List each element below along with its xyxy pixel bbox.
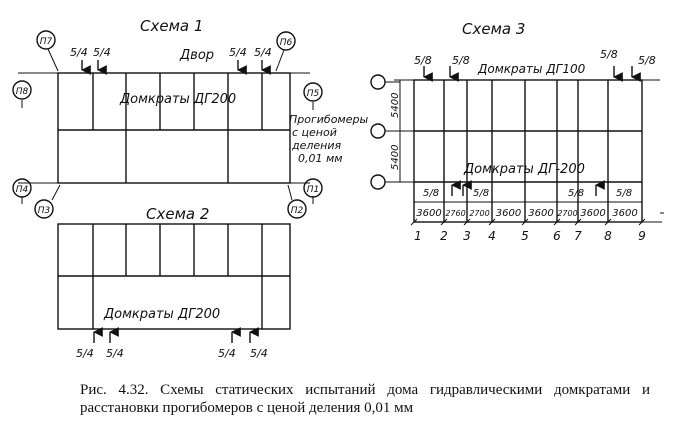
scheme3-row-dim: 5400 [390, 93, 401, 118]
scheme3-axis-label: 9 [638, 229, 646, 243]
gauge-label: П3 [38, 206, 51, 216]
scheme1-load-label: 5/4 [70, 46, 88, 59]
scheme1-jacks-label: Домкраты ДГ200 [119, 92, 236, 107]
scheme3-load-bottom: 5/8 [423, 188, 439, 199]
scheme3-jacks-top-label: Домкраты ДГ100 [477, 62, 586, 76]
scheme3-axis-label: 6 [553, 229, 561, 243]
scheme3-load-top: 5/8 [600, 48, 618, 61]
scheme2-jacks-label: Домкраты ДГ200 [103, 307, 220, 322]
scheme3-span-dim: 3600 [612, 208, 637, 219]
scheme2-load-label: 5/4 [250, 347, 268, 360]
scheme2-title: Схема 2 [146, 205, 209, 223]
scheme1-load-label: 5/4 [254, 46, 272, 59]
gauge-label: П1 [307, 185, 320, 195]
scheme3-jacks-bottom-label: Домкраты ДГ-200 [463, 162, 585, 177]
scheme3-row-dim: 5400 [390, 145, 401, 170]
scheme1-gauges-line3: деления [291, 139, 342, 152]
gauge-label: П2 [291, 206, 304, 216]
scheme2-load-label: 5/4 [218, 347, 236, 360]
scheme-1-labels: Схема 1 Двор Домкраты ДГ200 Прогибомеры … [16, 17, 369, 216]
gauge-label: П6 [280, 38, 293, 48]
scheme3-load-bottom: 5/8 [568, 188, 584, 199]
scheme3-span-dim: 3600 [416, 208, 441, 219]
scheme2-load-label: 5/4 [76, 347, 94, 360]
scheme3-axis-label: 7 [574, 229, 582, 243]
scheme3-axis-tick [440, 218, 448, 226]
scheme3-axis-tick [521, 218, 529, 226]
scheme3-span-dim: 2700 [469, 209, 489, 218]
scheme3-load-bottom: 5/8 [616, 188, 632, 199]
scheme-2 [57, 223, 291, 343]
scheme3-axis-label: 5 [521, 229, 529, 243]
gauge-label: П5 [307, 89, 320, 99]
scheme3-load-top: 5/8 [414, 54, 432, 67]
scheme3-plan [413, 79, 643, 223]
scheme1-load-label: 5/4 [93, 46, 111, 59]
scheme1-gauges-line2: с ценой [292, 126, 337, 139]
scheme3-title: Схема 3 [462, 20, 525, 38]
scheme3-axis-tick [574, 218, 582, 226]
scheme3-axis-tick [463, 218, 471, 226]
scheme3-span-dim: 3600 [528, 208, 553, 219]
scheme3-axis-tick [604, 218, 612, 226]
scheme-3-labels: Схема 3 Домкраты ДГ100 Домкраты ДГ-200 5… [390, 20, 656, 199]
scheme3-walls [443, 80, 609, 222]
scheme3-load-bottom: 5/8 [473, 188, 489, 199]
scheme3-axis-tick [553, 218, 561, 226]
scheme3-span-dim: 3600 [496, 208, 521, 219]
scheme1-title: Схема 1 [140, 17, 203, 35]
scheme3-axis-tick [638, 218, 646, 226]
figure-caption: Рис. 4.32. Схемы статических испытаний д… [80, 382, 650, 416]
gauge-label: П7 [40, 37, 53, 47]
scheme1-gauges-line4: 0,01 мм [298, 152, 343, 165]
scheme1-gauges-line1: Прогибомеры [289, 113, 368, 126]
scheme3-span-dim: 2700 [557, 209, 577, 218]
scheme3-axis-label: 2 [440, 229, 448, 243]
scheme3-axis-label: 4 [488, 229, 496, 243]
gauge-label: П4 [16, 185, 29, 195]
scheme3-axis-ticks [410, 218, 646, 226]
scheme3-span-dim: 2760 [445, 209, 465, 218]
gauge-label: П8 [16, 87, 29, 97]
scheme3-axis-label: 1 [414, 229, 422, 243]
scheme3-span-dim: 3600 [580, 208, 605, 219]
scheme-2-labels: Схема 2 Домкраты ДГ200 5/4 5/4 5/4 5/4 [76, 205, 268, 360]
scheme-1 [12, 30, 323, 219]
scheme3-load-top: 5/8 [638, 54, 656, 67]
scheme3-axis-label: 8 [604, 229, 612, 243]
scheme3-axis-tick [488, 218, 496, 226]
scheme-3 [370, 66, 664, 223]
scheme2-load-label: 5/4 [106, 347, 124, 360]
scheme3-axis-label: 3 [463, 229, 471, 243]
scheme1-load-label: 5/4 [229, 46, 247, 59]
scheme1-yard-label: Двор [179, 48, 214, 63]
scheme3-axis-tick [410, 218, 418, 226]
scheme3-load-top: 5/8 [452, 54, 470, 67]
